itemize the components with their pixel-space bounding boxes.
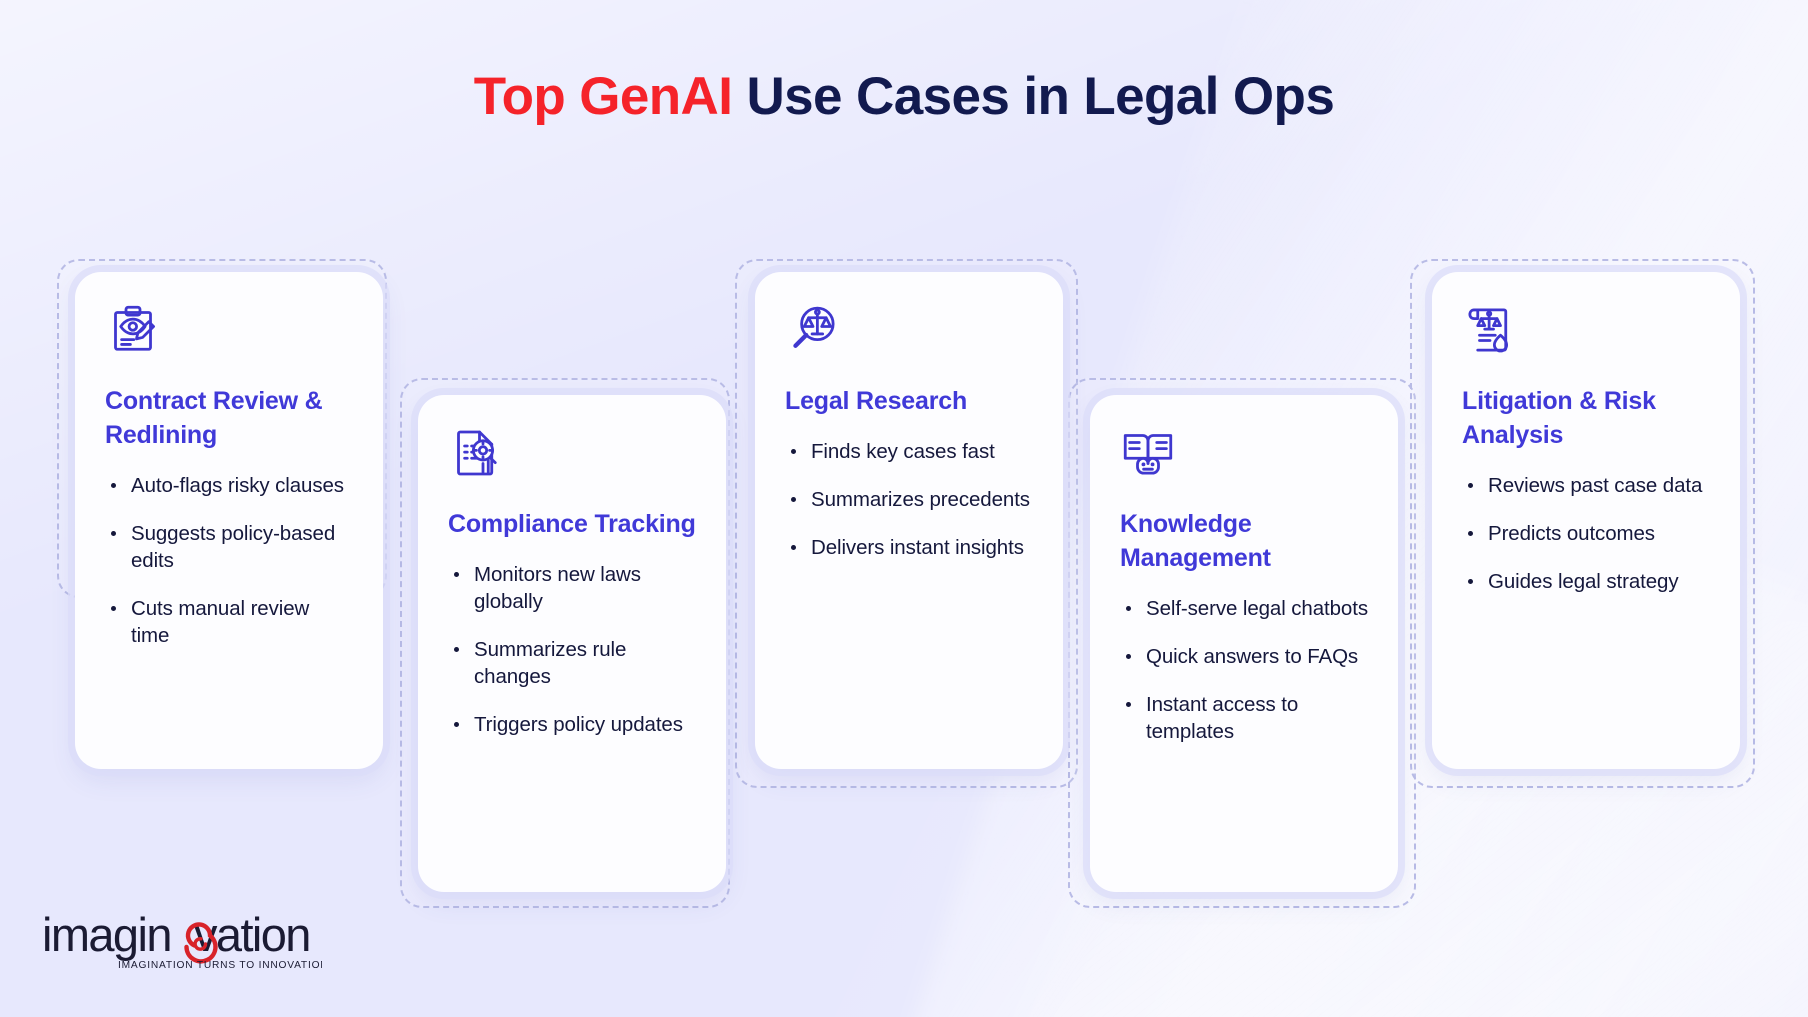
list-item: Cuts manual review time xyxy=(109,595,353,649)
list-item: Delivers instant insights xyxy=(789,534,1033,561)
page-title-accent: Top GenAI xyxy=(473,67,733,126)
list-item: Suggests policy-based edits xyxy=(109,520,353,574)
list-item: Triggers policy updates xyxy=(452,711,696,738)
logo-wordmark: imagin xyxy=(42,908,171,961)
imaginovation-logo[interactable]: imagin vation IMAGINATION TURNS TO INNOV… xyxy=(42,905,322,977)
list-item: Finds key cases fast xyxy=(789,438,1033,465)
page-title: Top GenAI Use Cases in Legal Ops xyxy=(0,67,1808,126)
logo-tagline: IMAGINATION TURNS TO INNOVATION xyxy=(118,960,322,971)
card-title: Contract Review & Redlining xyxy=(105,387,323,449)
document-target-search-icon xyxy=(448,425,504,481)
list-item: Predicts outcomes xyxy=(1466,520,1710,547)
card-bullet-list: Self-serve legal chatbots Quick answers … xyxy=(1120,595,1368,745)
card-legal-research[interactable]: Legal Research Finds key cases fast Summ… xyxy=(755,272,1063,769)
card-bullet-list: Auto-flags risky clauses Suggests policy… xyxy=(105,472,353,649)
list-item: Quick answers to FAQs xyxy=(1124,643,1368,670)
list-item: Instant access to templates xyxy=(1124,691,1368,745)
card-bullet-list: Monitors new laws globally Summarizes ru… xyxy=(448,561,696,738)
card-title: Legal Research xyxy=(785,387,968,415)
list-item: Summarizes rule changes xyxy=(452,636,696,690)
book-chatbot-icon xyxy=(1120,425,1176,481)
logo-spiral-icon xyxy=(184,922,218,964)
magnifier-scales-icon xyxy=(785,302,841,358)
scroll-scales-flame-icon xyxy=(1462,302,1518,358)
page-title-main: Use Cases in Legal Ops xyxy=(746,67,1335,126)
card-title: Compliance Tracking xyxy=(448,510,696,538)
clipboard-eye-pencil-icon xyxy=(105,302,161,358)
card-title: Litigation & Risk Analysis xyxy=(1462,387,1656,449)
card-knowledge-management[interactable]: Knowledge Management Self-serve legal ch… xyxy=(1090,395,1398,892)
list-item: Monitors new laws globally xyxy=(452,561,696,615)
card-bullet-list: Reviews past case data Predicts outcomes… xyxy=(1462,472,1710,595)
list-item: Summarizes precedents xyxy=(789,486,1033,513)
card-litigation-risk-analysis[interactable]: Litigation & Risk Analysis Reviews past … xyxy=(1432,272,1740,769)
card-contract-review-redlining[interactable]: Contract Review & Redlining Auto-flags r… xyxy=(75,272,383,769)
card-compliance-tracking[interactable]: Compliance Tracking Monitors new laws gl… xyxy=(418,395,726,892)
card-bullet-list: Finds key cases fast Summarizes preceden… xyxy=(785,438,1033,561)
list-item: Guides legal strategy xyxy=(1466,568,1710,595)
list-item: Auto-flags risky clauses xyxy=(109,472,353,499)
list-item: Reviews past case data xyxy=(1466,472,1710,499)
card-title: Knowledge Management xyxy=(1120,510,1271,572)
list-item: Self-serve legal chatbots xyxy=(1124,595,1368,622)
